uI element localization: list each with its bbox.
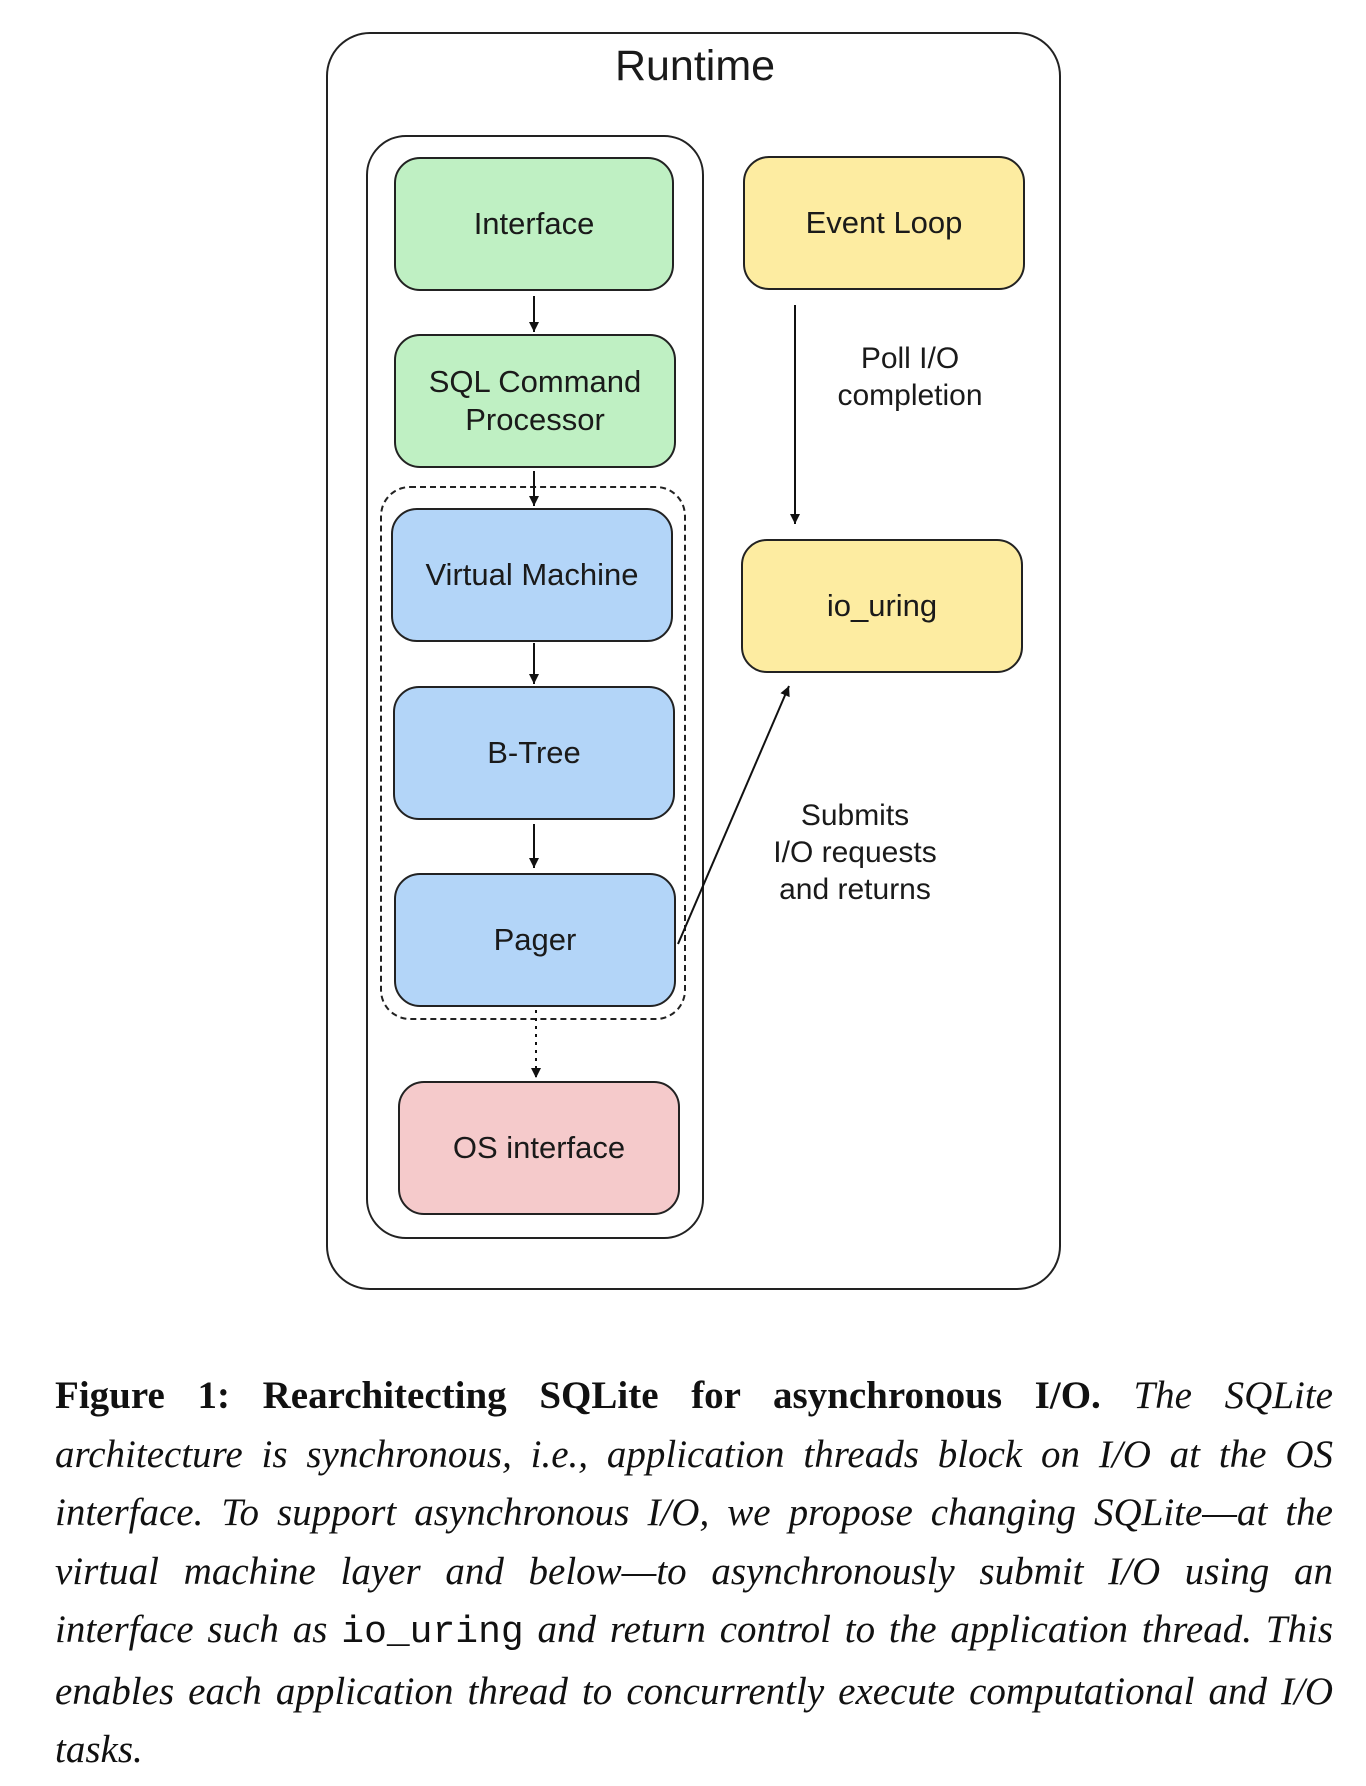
caption-text-before-code: The SQLite architecture is synchronous, … bbox=[55, 1374, 1333, 1651]
arrow-pager-to-io-uring bbox=[677, 685, 790, 945]
runtime-frame bbox=[326, 32, 1061, 1290]
sql-command-processor-box: SQL Command Processor bbox=[394, 334, 676, 468]
event-loop-box: Event Loop bbox=[743, 156, 1025, 290]
os-interface-box: OS interface bbox=[398, 1081, 680, 1215]
io-uring-box: io_uring bbox=[741, 539, 1023, 673]
diagram-arrows bbox=[529, 296, 800, 1078]
btree-box: B-Tree bbox=[393, 686, 675, 820]
sqlite-stack-frame bbox=[366, 135, 704, 1239]
virtual-machine-box: Virtual Machine bbox=[391, 508, 673, 642]
runtime-title: Runtime bbox=[614, 42, 776, 90]
pager-box: Pager bbox=[394, 873, 676, 1007]
caption-figure-label: Figure 1: Rearchitecting SQLite for asyn… bbox=[55, 1374, 1101, 1417]
submits-io-requests-label: Submits I/O requests and returns bbox=[773, 799, 937, 906]
caption-text-after-code: and return control to the application th… bbox=[55, 1608, 1334, 1771]
caption-code-io-uring: io_uring bbox=[341, 1611, 524, 1654]
interface-box: Interface bbox=[394, 157, 674, 291]
figure-caption: Figure 1: Rearchitecting SQLite for asyn… bbox=[55, 1367, 1333, 1780]
poll-io-completion-label: Poll I/O completion bbox=[837, 342, 983, 412]
